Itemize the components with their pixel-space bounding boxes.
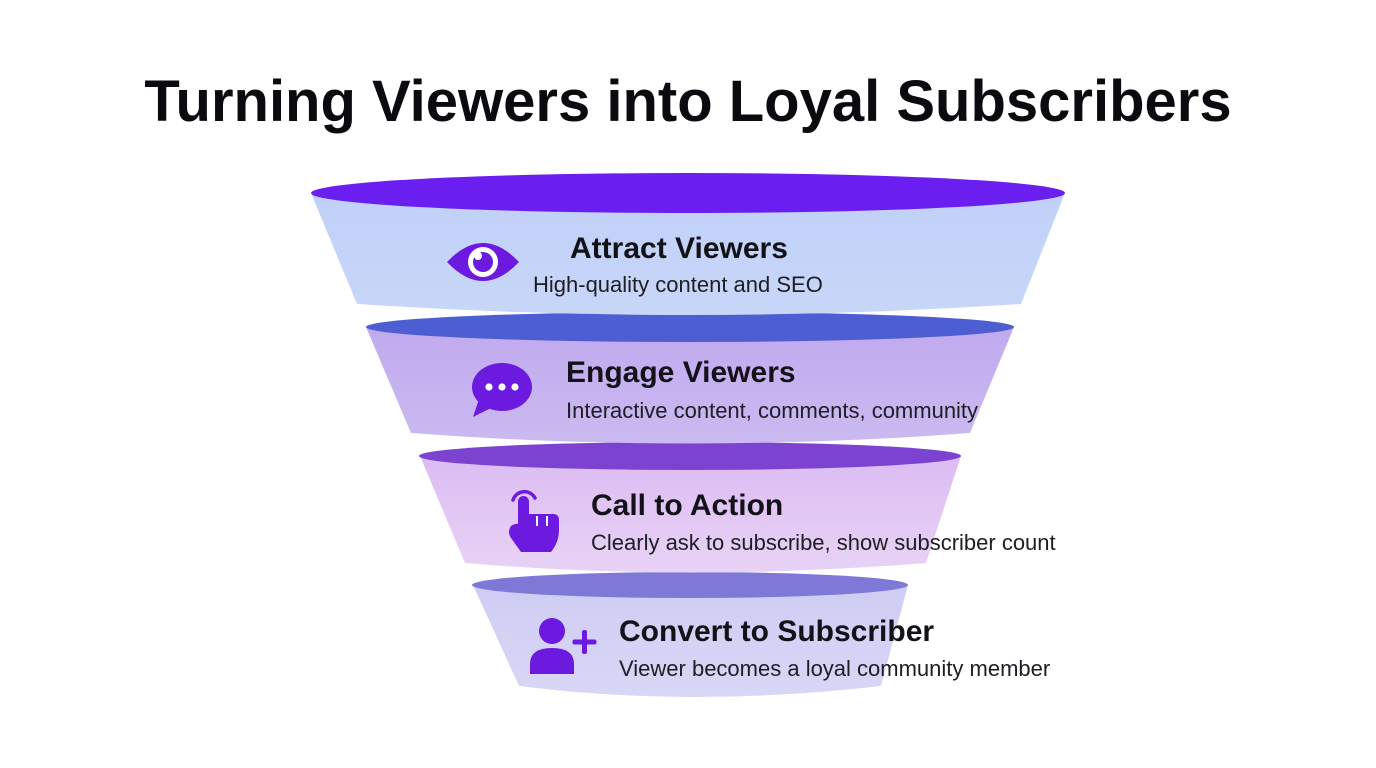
stage-2-title: Engage Viewers — [566, 356, 796, 389]
funnel-segment-2 — [366, 312, 1014, 444]
stage-3-description: Clearly ask to subscribe, show subscribe… — [591, 530, 1056, 555]
stage-1-text: Attract Viewers High-quality content and… — [533, 231, 823, 299]
funnel-segment-4 — [472, 572, 908, 697]
stage-3-text: Call to Action Clearly ask to subscribe,… — [591, 488, 1056, 557]
stage-4-description: Viewer becomes a loyal community member — [619, 656, 1051, 681]
page-title: Turning Viewers into Loyal Subscribers — [144, 69, 1232, 134]
pointing-hand-icon — [505, 486, 561, 556]
funnel-segment-1 — [311, 173, 1065, 315]
stage-1-description: High-quality content and SEO — [533, 272, 823, 297]
eye-icon — [444, 236, 522, 288]
stage-4-title: Convert to Subscriber — [619, 615, 935, 648]
stage-2-text: Engage Viewers Interactive content, comm… — [566, 355, 978, 425]
stage-1-title: Attract Viewers — [570, 232, 788, 265]
chat-bubble-icon — [469, 361, 535, 419]
user-plus-icon — [528, 614, 600, 674]
stage-2-description: Interactive content, comments, community — [566, 398, 979, 423]
stage-4-text: Convert to Subscriber Viewer becomes a l… — [619, 614, 1050, 683]
stage-3-title: Call to Action — [591, 489, 784, 522]
